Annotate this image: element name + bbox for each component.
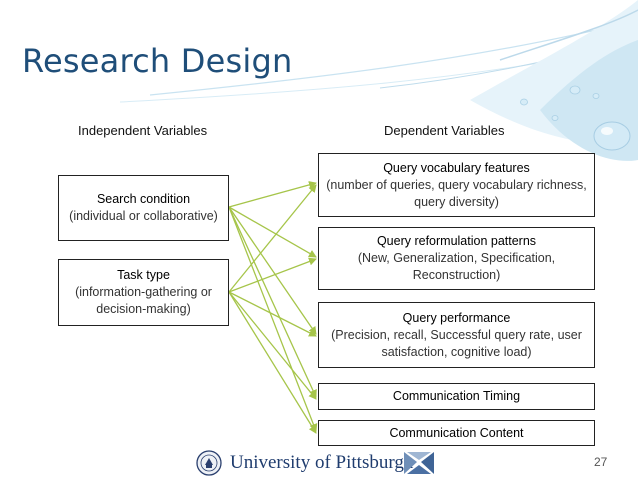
university-seal-icon: [196, 450, 222, 476]
search-condition-title: Search condition: [96, 192, 191, 206]
dependent-box-query-reformulation: Query reformulation patterns (New, Gener…: [318, 227, 595, 290]
independent-box-task-type: Task type (information-gathering or deci…: [58, 259, 229, 326]
query-reformulation-subtitle: (New, Generalization, Specification, Rec…: [357, 251, 556, 282]
communication-timing-title: Communication Timing: [392, 389, 521, 403]
task-type-subtitle: (information-gathering or decision-makin…: [75, 285, 212, 316]
query-vocabulary-title: Query vocabulary features: [383, 160, 530, 175]
dependent-box-communication-timing: Communication Timing: [318, 383, 595, 410]
dependent-variables-heading: Dependent Variables: [384, 123, 505, 138]
university-name: University of Pittsburgh: [230, 452, 414, 473]
query-vocabulary-subtitle: (number of queries, query vocabulary ric…: [326, 177, 587, 209]
communication-content-title: Communication Content: [389, 425, 524, 440]
page-number: 27: [594, 455, 608, 469]
query-performance-title: Query performance: [402, 310, 511, 325]
school-logo-icon: [404, 452, 434, 474]
dependent-box-query-vocabulary: Query vocabulary features (number of que…: [318, 153, 595, 217]
independent-variables-heading: Independent Variables: [78, 123, 208, 138]
search-condition-subtitle: (individual or collaborative): [69, 209, 218, 223]
independent-box-search-condition: Search condition (individual or collabor…: [58, 175, 229, 241]
task-type-title: Task type: [117, 268, 170, 282]
slide-title: Research Design: [22, 42, 293, 80]
query-performance-subtitle: (Precision, recall, Successful query rat…: [331, 327, 582, 359]
dependent-box-communication-content: Communication Content: [318, 420, 595, 446]
dependent-box-query-performance: Query performance (Precision, recall, Su…: [318, 302, 595, 368]
query-reformulation-title: Query reformulation patterns: [376, 234, 537, 248]
